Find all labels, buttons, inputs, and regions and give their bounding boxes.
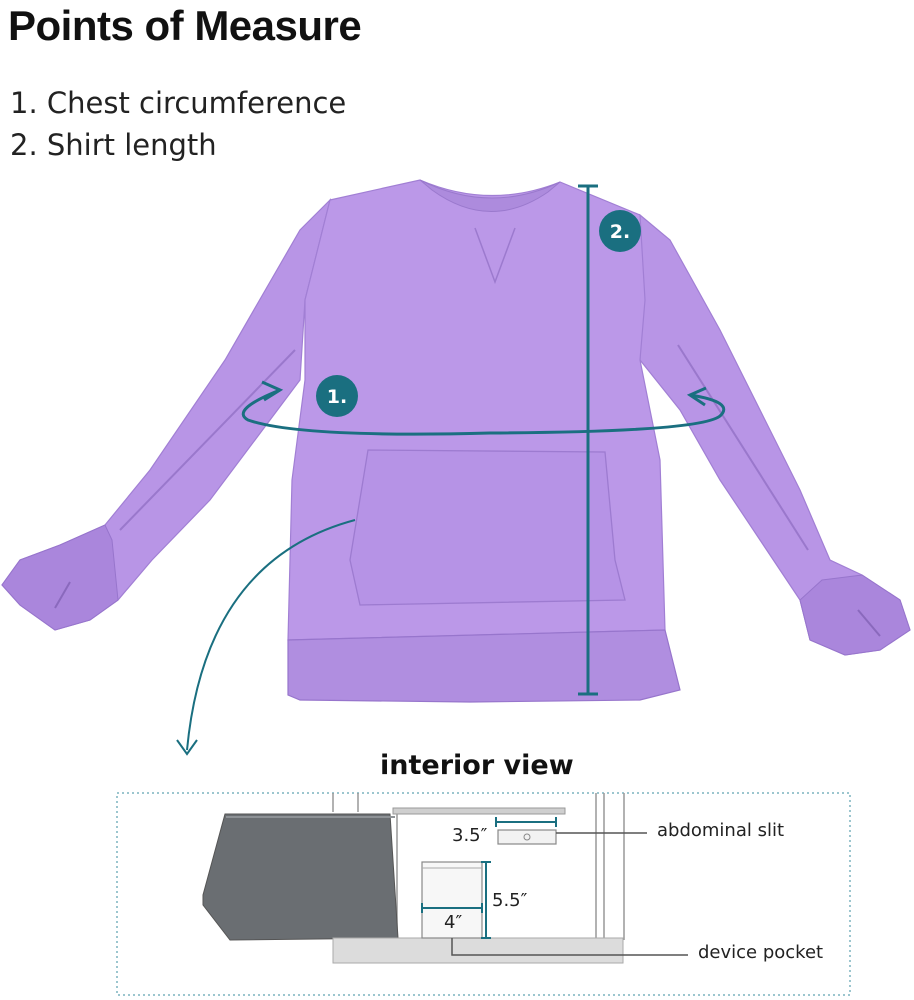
interior-frame <box>116 792 851 996</box>
slit-width-label: 3.5″ <box>452 825 488 846</box>
badge-chest <box>316 375 358 417</box>
collar <box>419 179 561 212</box>
chest-measure-line <box>241 388 726 436</box>
waistband <box>287 629 681 703</box>
right-cuff <box>799 574 911 656</box>
badge-length-label: 2. <box>610 221 630 243</box>
right-sleeve-zipper <box>677 344 809 551</box>
abdominal-slit-label: abdominal slit <box>657 820 785 841</box>
measure-lines: 1. 2. <box>176 184 726 756</box>
chest-arrow-left <box>261 380 284 402</box>
badge-chest-label: 1. <box>327 386 347 408</box>
badge-length <box>599 210 641 252</box>
pocket-height-label: 5.5″ <box>492 890 528 911</box>
inner-hem <box>332 937 624 964</box>
page-title: Points of Measure <box>8 2 362 49</box>
interior-view-arrowhead <box>176 739 198 756</box>
left-cuff <box>1 524 119 631</box>
interior-view-panel <box>116 792 851 996</box>
inner-dark-panel <box>202 813 399 941</box>
right-thumbhole <box>857 609 881 637</box>
device-pocket-label: device pocket <box>698 942 824 963</box>
measure-item-length: 2. Shirt length <box>10 128 217 162</box>
pocket-leader <box>451 938 688 956</box>
interior-view-title: interior view <box>380 750 574 781</box>
chest-arrow-right <box>686 386 707 407</box>
interior-view-arrow <box>186 519 356 751</box>
left-sleeve-zipper <box>119 349 296 531</box>
left-thumbhole <box>54 581 71 609</box>
kangaroo-pocket <box>349 449 626 606</box>
zipper-bar <box>392 807 566 815</box>
device-pocket <box>421 861 483 939</box>
sweatshirt-illustration <box>1 179 911 703</box>
abdominal-slit <box>497 829 557 845</box>
pocket-width-label: 4″ <box>444 912 463 933</box>
collar-v <box>474 227 516 285</box>
measure-item-chest: 1. Chest circumference <box>10 86 347 120</box>
measure-list: 1. Chest circumference 2. Shirt length <box>10 82 346 166</box>
